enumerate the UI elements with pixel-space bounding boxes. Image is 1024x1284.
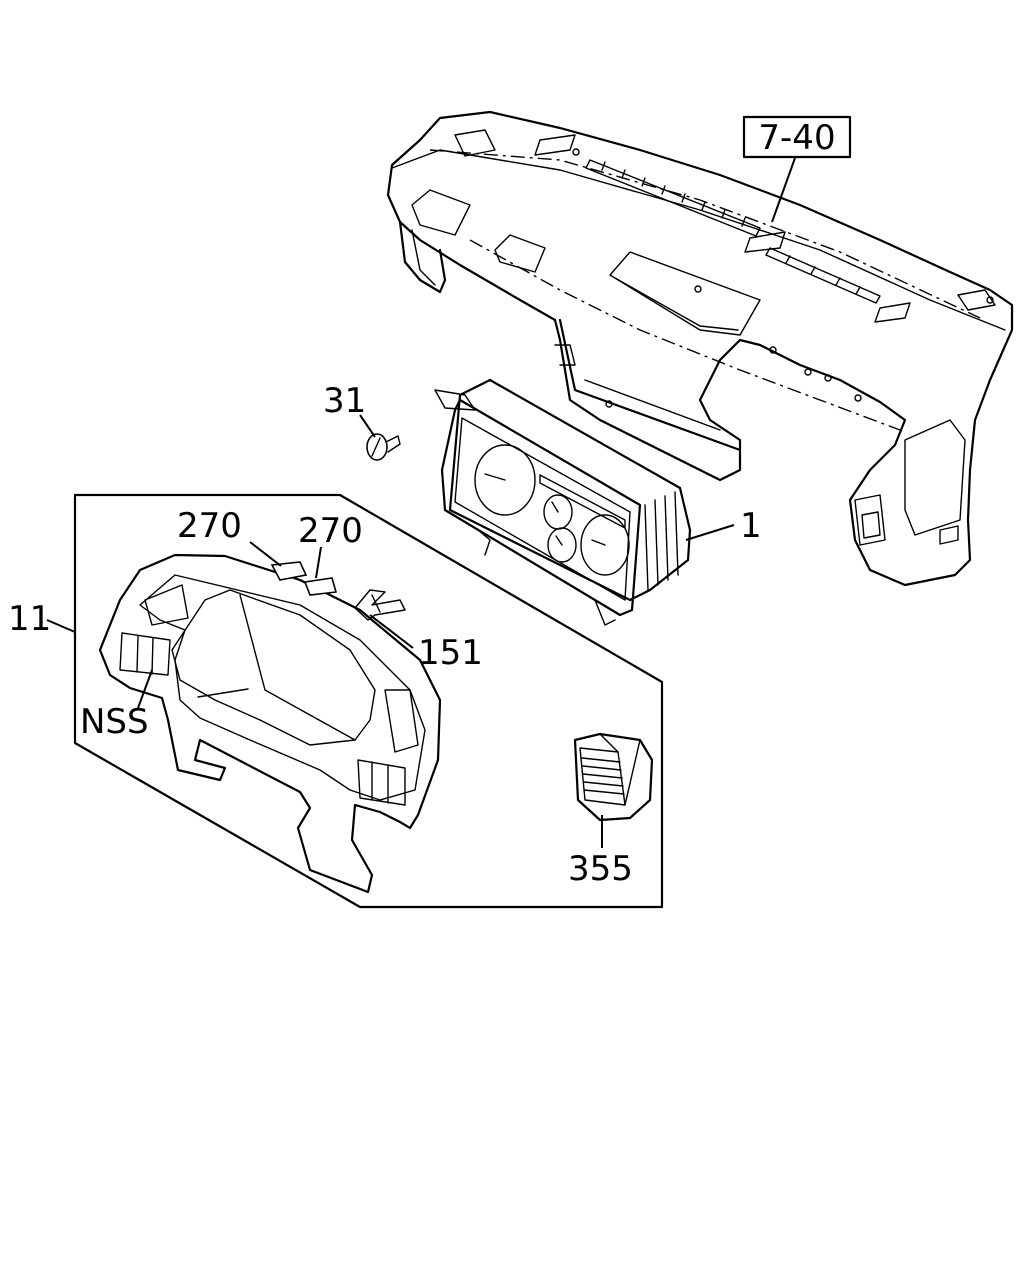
screw-drawing bbox=[366, 433, 401, 461]
cluster-bezel-drawing bbox=[98, 553, 442, 894]
clip-151-drawing bbox=[354, 589, 406, 621]
kit-boundary bbox=[73, 493, 664, 909]
callout-270-b: 270 bbox=[298, 511, 363, 551]
callout-31: 31 bbox=[323, 381, 366, 421]
callout-1: 1 bbox=[740, 506, 762, 546]
callout-11: 11 bbox=[8, 599, 51, 639]
callout-nss: NSS bbox=[80, 702, 149, 742]
pad-270-b-drawing bbox=[303, 577, 338, 596]
leader-lines bbox=[46, 157, 796, 848]
callout-270-a: 270 bbox=[177, 506, 242, 546]
air-vent-drawing bbox=[573, 732, 654, 822]
ref-7-40-box bbox=[742, 115, 852, 159]
instrument-cluster-drawing bbox=[434, 378, 692, 626]
pad-270-a-drawing bbox=[270, 561, 308, 581]
callout-7-40: 7-40 bbox=[758, 118, 835, 158]
callout-355: 355 bbox=[568, 849, 633, 889]
callout-151: 151 bbox=[418, 633, 483, 673]
instrument-panel-drawing bbox=[386, 110, 1014, 587]
